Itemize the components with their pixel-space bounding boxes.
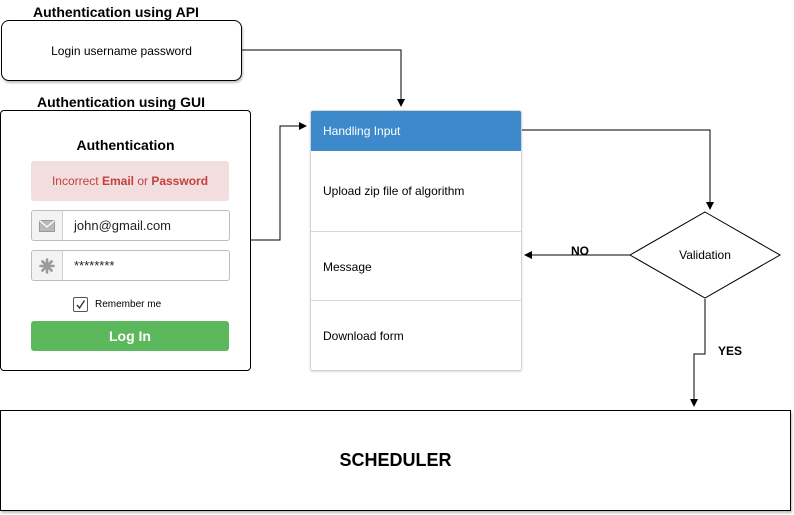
api-login-text: Login username password: [51, 43, 192, 58]
password-value: ********: [74, 258, 115, 273]
alert-middle: or: [133, 174, 152, 188]
alert-prefix: Incorrect: [51, 174, 102, 188]
list-divider: [311, 231, 521, 232]
process-item-upload[interactable]: Upload zip file of algorithm: [323, 184, 465, 198]
edge-gui-to-input: [251, 122, 307, 241]
edge-api-to-input: [241, 49, 405, 107]
scheduler-box: SCHEDULER: [0, 410, 791, 511]
email-field[interactable]: john@gmail.com: [31, 210, 230, 241]
email-value: john@gmail.com: [74, 218, 172, 233]
process-item-download[interactable]: Download form: [323, 328, 404, 343]
alert-email-word: Email: [101, 174, 134, 188]
remember-label: Remember me: [95, 299, 162, 310]
asterisk-icon: [32, 251, 63, 280]
yes-edge-label: YES: [718, 344, 743, 358]
login-button[interactable]: Log In: [31, 321, 229, 351]
process-item-message[interactable]: Message: [323, 259, 372, 274]
envelope-icon: [32, 211, 63, 240]
validation-label: Validation: [679, 248, 731, 262]
no-edge-label: NO: [571, 244, 589, 258]
checkmark-icon: [76, 300, 86, 310]
process-item-handling-input[interactable]: Handling Input: [311, 111, 521, 151]
list-divider: [311, 300, 521, 301]
auth-form-title: Authentication: [76, 137, 175, 153]
password-field[interactable]: ********: [31, 250, 230, 281]
edge-input-to-validation: [521, 129, 714, 210]
error-alert: Incorrect Email or Password: [31, 161, 229, 201]
api-login-box: Login username password: [1, 20, 242, 81]
edge-validation-yes: [690, 299, 706, 407]
validation-diamond: [628, 211, 782, 299]
gui-login-panel: Authentication Incorrect Email or Passwo…: [0, 110, 251, 371]
remember-me-row[interactable]: Remember me: [73, 297, 161, 312]
remember-checkbox[interactable]: [73, 297, 88, 312]
process-list: Handling Input Upload zip file of algori…: [310, 110, 522, 371]
scheduler-label: SCHEDULER: [339, 450, 452, 470]
api-section-title: Authentication using API: [33, 4, 199, 20]
gui-section-title: Authentication using GUI: [37, 94, 205, 110]
alert-password-word: Password: [151, 174, 209, 188]
